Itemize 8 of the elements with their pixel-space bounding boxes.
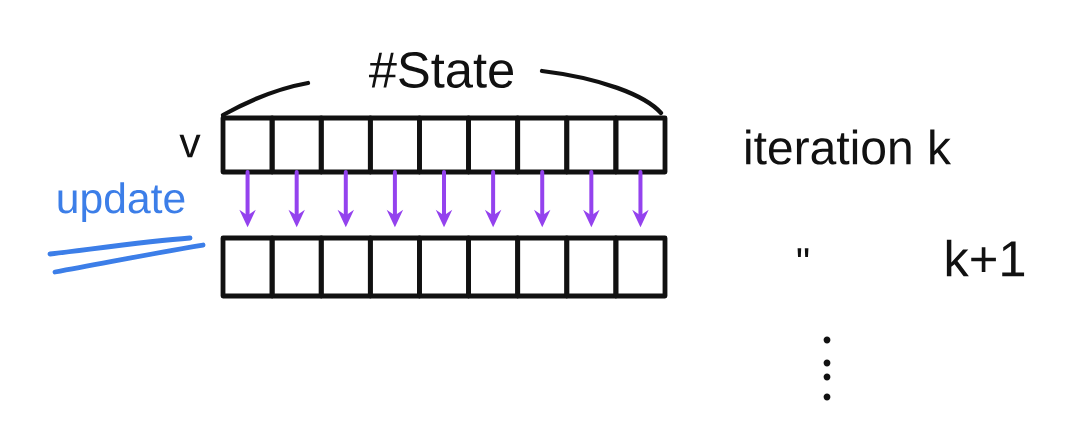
ditto-mark: " <box>797 248 809 257</box>
state-cell <box>613 235 668 299</box>
state-cell <box>613 115 668 175</box>
row-label: k+1 <box>946 239 1025 277</box>
variable-label: v <box>179 134 201 158</box>
row-label: iteration k <box>746 129 952 165</box>
annotation-label: update <box>58 182 185 222</box>
bracket-label: #State <box>369 52 513 88</box>
